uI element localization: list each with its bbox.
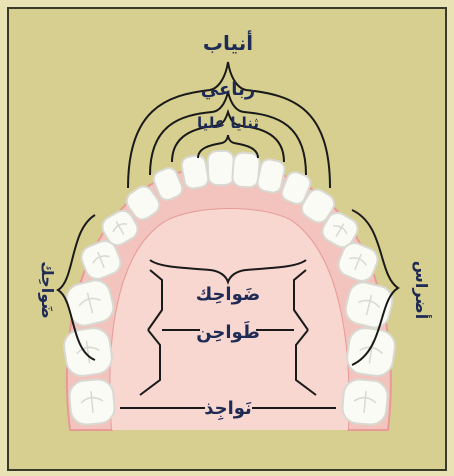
label-premolars: ضَواحِك [196,284,261,305]
label-central-incisors: ثنايا عليا [197,114,259,132]
tooth [207,151,234,186]
label-lateral-incisors: رباعي [201,79,255,100]
tooth [180,154,209,190]
label-side-right: أضراس [412,261,432,319]
label-molars: طَواحِن [196,320,260,343]
label-canines: أنياب [203,29,253,55]
label-wisdom-teeth: نَواجِذ [204,398,252,421]
label-side-left: ضَواحِك [38,261,57,318]
tooth [232,152,260,188]
